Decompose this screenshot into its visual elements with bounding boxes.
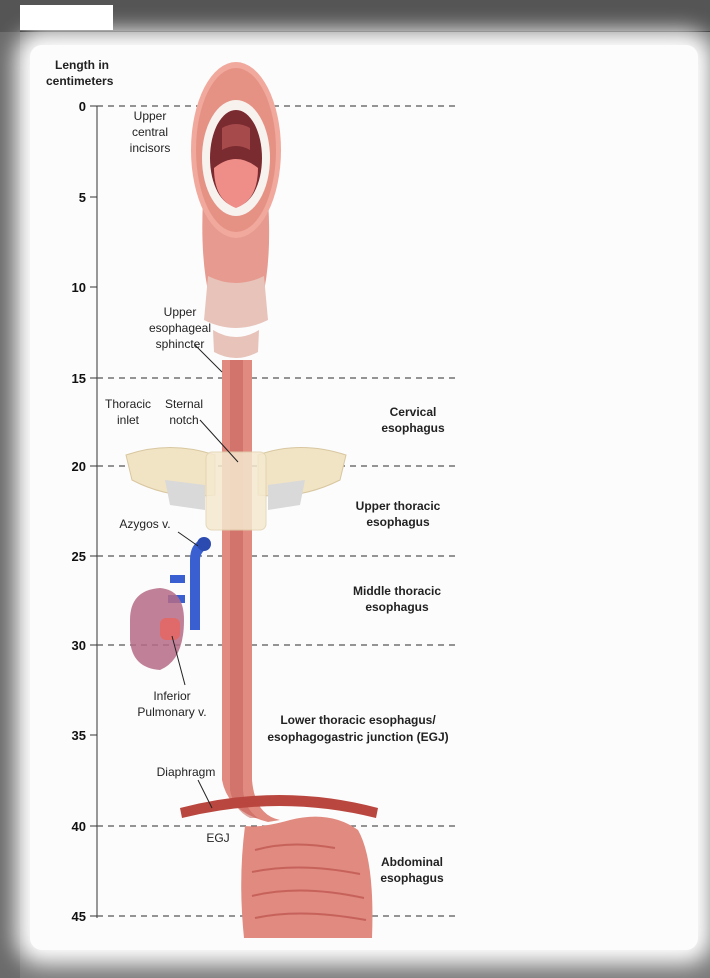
axis-title-line2: centimeters [46,74,114,88]
tick-label: 0 [79,99,86,114]
region-cervical-1: Cervical [390,405,437,419]
region-middle-thoracic-1: Middle thoracic [353,584,441,598]
label-ues-1: Upper [164,305,197,319]
diaphragm [180,795,378,818]
tick-label: 25 [72,549,86,564]
axis-ticks: 0 5 10 15 20 25 30 35 40 45 [72,99,97,924]
region-upper-thoracic-1: Upper thoracic [356,499,441,513]
label-sternal-notch-2: notch [169,413,198,427]
tick-label: 40 [72,819,86,834]
larynx-cartilage [204,276,268,358]
azygos-arch [197,537,211,551]
tick-label: 35 [72,728,86,743]
region-lower-thoracic-1: Lower thoracic esophagus/ [280,713,436,727]
tick-label: 20 [72,459,86,474]
region-cervical-2: esophagus [381,421,445,435]
mouth-illustration [191,62,281,238]
label-ues-3: sphincter [156,337,205,351]
label-pulmonary-2: Pulmonary v. [137,705,206,719]
tick-label: 30 [72,638,86,653]
region-abdominal-1: Abdominal [381,855,443,869]
label-incisors-3: incisors [130,141,171,155]
tick-label: 10 [72,280,86,295]
region-upper-thoracic-2: esophagus [366,515,430,529]
label-incisors-2: central [132,125,168,139]
label-ues-2: esophageal [149,321,211,335]
label-pulmonary-1: Inferior [153,689,190,703]
label-thoracic-inlet-2: inlet [117,413,140,427]
label-egj: EGJ [206,831,229,845]
axis-title-line1: Length in [55,58,109,72]
label-thoracic-inlet-1: Thoracic [105,397,151,411]
tick-label: 15 [72,371,86,386]
label-sternal-notch-1: Sternal [165,397,203,411]
tick-label: 5 [79,190,86,205]
label-diaphragm: Diaphragm [157,765,216,779]
label-incisors-1: Upper [134,109,167,123]
region-lower-thoracic-2: esophagogastric junction (EGJ) [267,730,448,744]
leader-line [178,532,198,546]
tick-label: 45 [72,909,86,924]
inferior-pulmonary-vein [160,618,180,640]
stomach [241,817,372,938]
label-azygos: Azygos v. [119,517,170,531]
region-abdominal-2: esophagus [380,871,444,885]
region-middle-thoracic-2: esophagus [365,600,429,614]
